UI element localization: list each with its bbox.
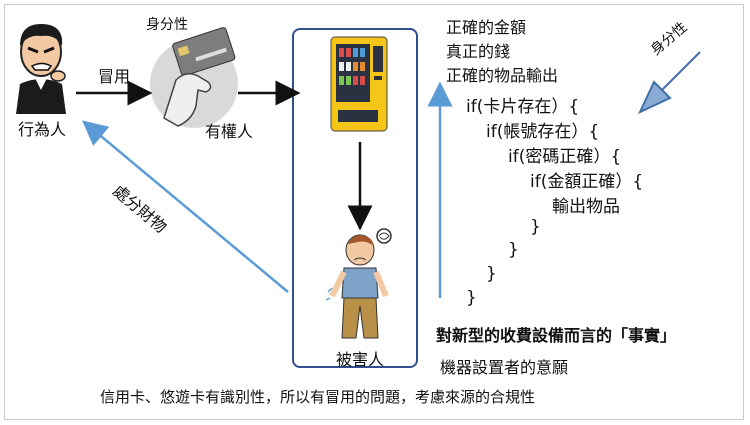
code-close-1: } bbox=[466, 288, 477, 308]
code-line-password: if(密碼正確）{ bbox=[508, 147, 622, 167]
victim-figure bbox=[325, 228, 392, 339]
output-correct-item: 正確的物品輸出 bbox=[446, 66, 559, 85]
diagram-frame bbox=[4, 4, 744, 420]
code-close-2: } bbox=[486, 264, 497, 284]
perpetrator-figure bbox=[16, 24, 66, 114]
vending-machine-icon bbox=[330, 36, 388, 132]
fact-text: 對新型的收費設備而言的「事實」 bbox=[436, 326, 677, 345]
code-line-card: if(卡片存在）{ bbox=[466, 97, 580, 117]
caption-text: 信用卡、悠遊卡有識別性，所以有冒用的問題，考慮來源的合規性 bbox=[100, 388, 536, 406]
code-line-amount: if(金額正確）{ bbox=[530, 172, 644, 192]
identity-tag-arrow bbox=[637, 51, 701, 115]
right-holder-label: 有權人 bbox=[205, 122, 254, 141]
code-line-account: if(帳號存在）{ bbox=[486, 122, 600, 142]
identity-label: 身分性 bbox=[146, 17, 188, 33]
victim-label: 被害人 bbox=[336, 350, 385, 369]
output-real-money: 真正的錢 bbox=[446, 42, 511, 61]
output-correct-amount: 正確的金額 bbox=[446, 18, 527, 37]
disposal-arrow bbox=[82, 120, 289, 293]
intent-text: 機器設置者的意願 bbox=[440, 358, 569, 377]
perpetrator-label: 行為人 bbox=[18, 120, 67, 139]
code-close-4: } bbox=[530, 217, 541, 237]
code-line-output: 輸出物品 bbox=[552, 197, 620, 217]
code-close-3: } bbox=[508, 240, 519, 260]
card-hand-figure bbox=[150, 27, 238, 128]
impersonate-label: 冒用 bbox=[98, 67, 131, 86]
vending-box bbox=[292, 28, 418, 368]
